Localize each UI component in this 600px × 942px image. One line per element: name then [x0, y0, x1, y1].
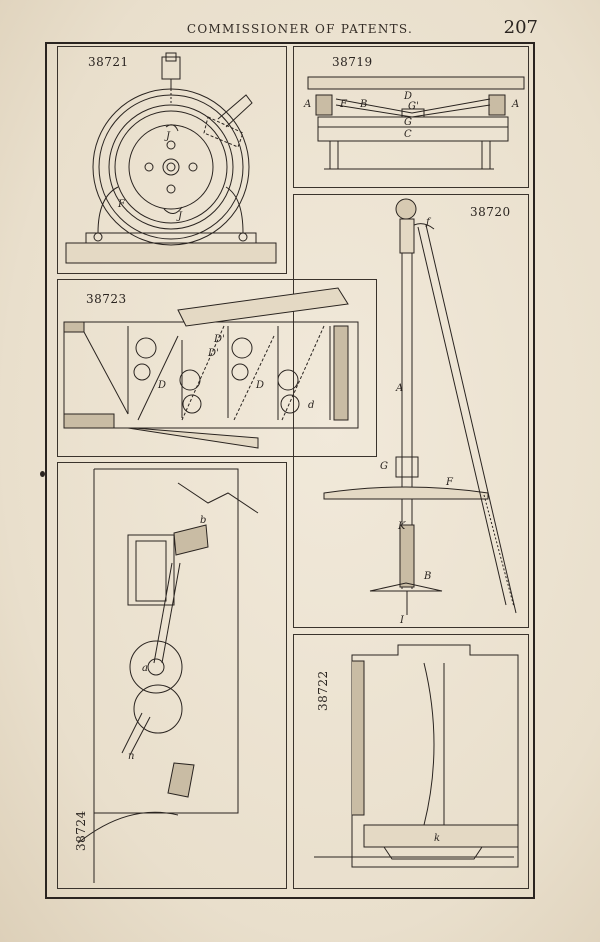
figure-38720: 38720 f A G F K B I — [293, 194, 529, 628]
plate-frame — [45, 42, 535, 899]
running-header: COMMISSIONER OF PATENTS. — [186, 22, 414, 36]
patent-number-38723: 38723 — [86, 292, 127, 306]
label-n: n — [128, 751, 134, 762]
label-D-first: D — [157, 380, 166, 391]
label-A-left: A — [303, 99, 311, 110]
ink-mark — [40, 471, 45, 477]
label-d: d — [308, 400, 314, 411]
label-D-prime-first: D' — [207, 348, 219, 359]
label-J-upper: J — [164, 131, 171, 142]
drawing-38723: D D' D D' d — [63, 287, 359, 449]
figure-38724: 38724 b a n — [57, 462, 287, 889]
figure-38721: 38721 — [57, 46, 287, 274]
label-K: K — [397, 521, 406, 532]
label-F: F — [117, 199, 126, 210]
drawing-38722: k — [314, 644, 519, 868]
label-I: I — [399, 615, 405, 626]
label-D: D — [403, 91, 412, 102]
patent-number-38720: 38720 — [470, 205, 511, 219]
label-f: f — [425, 217, 432, 228]
label-B: B — [359, 99, 367, 110]
label-F: F — [339, 99, 348, 110]
label-D-prime-second: D' — [213, 334, 225, 345]
patent-number-38719: 38719 — [332, 55, 373, 69]
label-G-prime: G' — [408, 101, 419, 112]
patent-number-38721: 38721 — [88, 55, 129, 69]
label-k: k — [434, 833, 440, 844]
label-a: a — [142, 663, 148, 674]
page-number: 207 — [503, 17, 538, 38]
drawing-38719: A F B D G' G C A — [303, 76, 525, 170]
drawing-38720: f A G F K B I — [323, 198, 517, 626]
label-J-lower: J — [176, 211, 183, 222]
label-G: G — [380, 461, 388, 472]
label-G: G — [404, 117, 412, 128]
label-D-second: D — [255, 380, 264, 391]
figure-38723: 38723 D D' D D' d — [57, 279, 377, 457]
drawing-38724: b a n — [77, 468, 259, 883]
figure-38719: 38719 A F B D G' G C A — [293, 46, 529, 188]
label-B: B — [423, 571, 431, 582]
label-A-right: A — [511, 99, 519, 110]
label-b: b — [200, 515, 206, 526]
label-A: A — [395, 383, 403, 394]
drawing-38721: J J F — [65, 52, 277, 264]
label-C: C — [404, 129, 412, 140]
label-F: F — [445, 477, 454, 488]
figure-38722: 38722 k — [293, 634, 529, 889]
